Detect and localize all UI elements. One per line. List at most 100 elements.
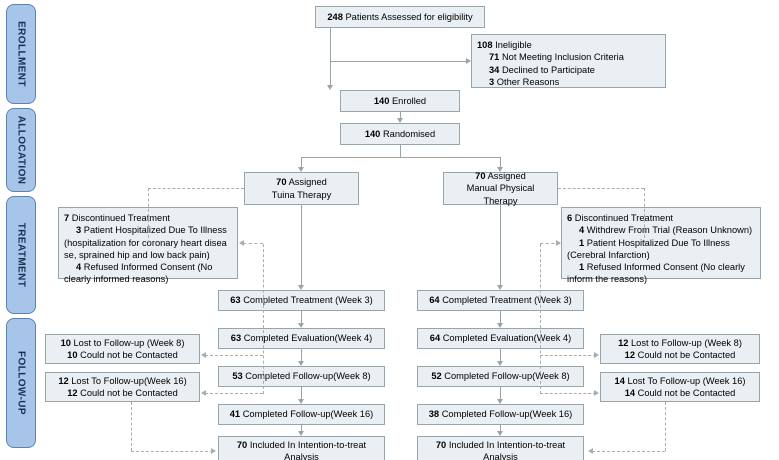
right-completed-label: Completed Treatment (Week 3): [442, 295, 572, 306]
dashed-assigned-right-out: [558, 188, 644, 189]
ineligible-reason-row: 3 Other Reasons: [477, 76, 660, 88]
right-lost16-count: 14: [614, 375, 625, 386]
disc-right-item-4-label: Refused Informed Consent (No clearly: [586, 262, 745, 273]
box-completed-followup16-right: 38 Completed Follow-up(Week 16): [417, 404, 584, 425]
right-lost16-count2: 14: [624, 388, 636, 398]
arrow-left-eval: [297, 323, 304, 328]
disc-right-item-4-count: 1: [579, 262, 585, 273]
left-completed-count: 63: [230, 295, 241, 306]
phase-label-enrollment: EROLLMENT: [6, 4, 36, 104]
box-completed-followup16-left: 41 Completed Follow-up(Week 16): [218, 404, 385, 425]
arrow-discontinued-left: [239, 239, 244, 246]
box-assigned-right: 70 Assigned Manual Physical Therapy: [443, 171, 558, 206]
dashed-left-lost16: [205, 393, 263, 394]
disc-left-item: se, sprained hip and low back pain): [64, 249, 232, 261]
box-randomised: 140 Randomised: [340, 123, 460, 145]
right-fu8-count: 52: [431, 371, 442, 382]
phase-allocation-text: ALLOCATION: [15, 115, 27, 185]
ineligible-reason-row: 71 Not Meeting Inclusion Criteria: [477, 51, 660, 63]
right-lost8-label: Lost to Follow-up (Week 8): [631, 337, 742, 348]
disc-right-item: (Cerebral Infarction): [567, 249, 755, 261]
itt-left-line2: Analysis: [284, 452, 319, 460]
right-lost8-label2: Could not be Contacted: [637, 350, 736, 360]
disc-right-label: Discontinued Treatment: [574, 213, 673, 223]
box-lost-followup16-right: 14 Lost To Follow-up (Week 16) 14 Could …: [600, 372, 760, 402]
disc-left-label: Discontinued Treatment: [71, 213, 170, 223]
left-eval-count: 63: [230, 333, 242, 344]
arrow-right-completed-treatment: [496, 285, 503, 290]
enrolled-count: 140: [373, 95, 390, 106]
disc-right-count: 6: [567, 213, 573, 223]
connector-split-right: [500, 157, 501, 167]
assigned-left-line2: Tuina Therapy: [271, 189, 332, 200]
connector-right-fu8-to-fu16: [500, 387, 501, 399]
dashed-right-itt-in: [592, 451, 665, 452]
left-lost16-label: Lost To Follow-up(Week 16): [71, 375, 187, 386]
arrow-left-lost16: [201, 389, 206, 396]
right-eval-count: 64: [429, 333, 441, 344]
arrow-left-lost8: [201, 351, 206, 358]
disc-right-item: 1 Refused Informed Consent (No clearly: [567, 261, 755, 273]
right-lost16-label2: Could not be Contacted: [637, 388, 736, 398]
itt-left-line1: Included In Intention-to-treat: [249, 439, 367, 450]
right-completed-count: 64: [429, 295, 440, 306]
arrow-left-completed-treatment: [297, 285, 304, 290]
left-lost16-count: 12: [58, 375, 69, 386]
dashed-assigned-left-down: [148, 188, 149, 243]
dashed-left-itt-in: [131, 451, 213, 452]
itt-right-count: 70: [435, 439, 447, 450]
arrow-right-fu16: [496, 399, 503, 404]
dashed-left-itt-down: [131, 402, 132, 451]
connector-to-ineligible: [330, 61, 466, 62]
arrow-discontinued-right: [556, 239, 561, 246]
dashed-left-lost8: [205, 355, 263, 356]
right-lost8-count2: 12: [624, 350, 636, 360]
dashed-right-lost8: [540, 355, 596, 356]
connector-randomised-down: [400, 145, 401, 157]
arrow-right-eval: [496, 323, 503, 328]
reason-2-count: 34: [489, 64, 500, 75]
arrow-left-fu16: [297, 399, 304, 404]
disc-left-item: 4 Refused Informed Consent (No: [64, 261, 232, 273]
connector-right-fu16-to-itt: [500, 425, 501, 432]
assigned-left-line1: Assigned: [288, 177, 327, 188]
disc-left-item: clearly informed reasons): [64, 273, 232, 285]
arrow-to-left-assigned: [297, 167, 304, 172]
box-completed-treatment-left: 63 Completed Treatment (Week 3): [218, 290, 385, 311]
assessed-count: 248: [327, 11, 343, 22]
connector-left-eval-to-fu8: [301, 349, 302, 361]
disc-right-item-2-label: Patient Hospitalized Due To Illness: [586, 237, 730, 248]
reason-3-count: 3: [489, 76, 495, 87]
box-completed-evaluation-left: 63 Completed Evaluation(Week 4): [218, 328, 385, 349]
connector-left-treat-to-eval: [301, 311, 302, 323]
disc-left-item-1-label: Patient Hospitalized Due To Illness: [83, 225, 227, 236]
randomised-label: Randomised: [382, 128, 436, 139]
arrow-left-itt-dashed: [211, 447, 216, 454]
dashed-right-lost-spine: [540, 244, 541, 394]
assessed-label: Patients Assessed for eligibility: [345, 11, 473, 22]
box-discontinued-right: 6 Discontinued Treatment 4 Withdrew From…: [561, 207, 761, 284]
phase-enrollment-text: EROLLMENT: [15, 21, 27, 87]
arrow-left-itt: [297, 431, 304, 436]
reason-1-label: Not Meeting Inclusion Criteria: [501, 52, 624, 63]
dashed-into-discontinued-right: [540, 243, 560, 244]
disc-left-count: 7: [64, 213, 70, 223]
box-assigned-left: 70 Assigned Tuina Therapy: [244, 172, 359, 205]
arrow-left-fu8: [297, 361, 304, 366]
left-eval-label: Completed Evaluation(Week 4): [243, 333, 373, 344]
ineligible-count: 108: [477, 40, 493, 50]
left-lost8-label: Lost to Follow-up (Week 8): [73, 337, 185, 348]
disc-left-item-4-label: Refused Informed Consent (No: [83, 262, 213, 273]
box-completed-followup8-left: 53 Completed Follow-up(Week 8): [218, 366, 385, 387]
box-lost-followup8-left: 10 Lost to Follow-up (Week 8) 10 Could n…: [45, 334, 200, 364]
dashed-assigned-right-down: [644, 188, 645, 243]
disc-left-item: 3 Patient Hospitalized Due To Illness: [64, 224, 232, 236]
disc-right-item: 4 Withdrew From Trial (Reason Unknown): [567, 224, 755, 236]
right-fu8-label: Completed Follow-up(Week 8): [444, 371, 570, 382]
right-fu16-label: Completed Follow-up(Week 16): [441, 409, 573, 420]
assigned-right-line2: Manual Physical Therapy: [466, 183, 535, 206]
reason-3-label: Other Reasons: [496, 76, 560, 87]
left-fu8-count: 53: [232, 371, 243, 382]
arrow-right-fu8: [496, 361, 503, 366]
